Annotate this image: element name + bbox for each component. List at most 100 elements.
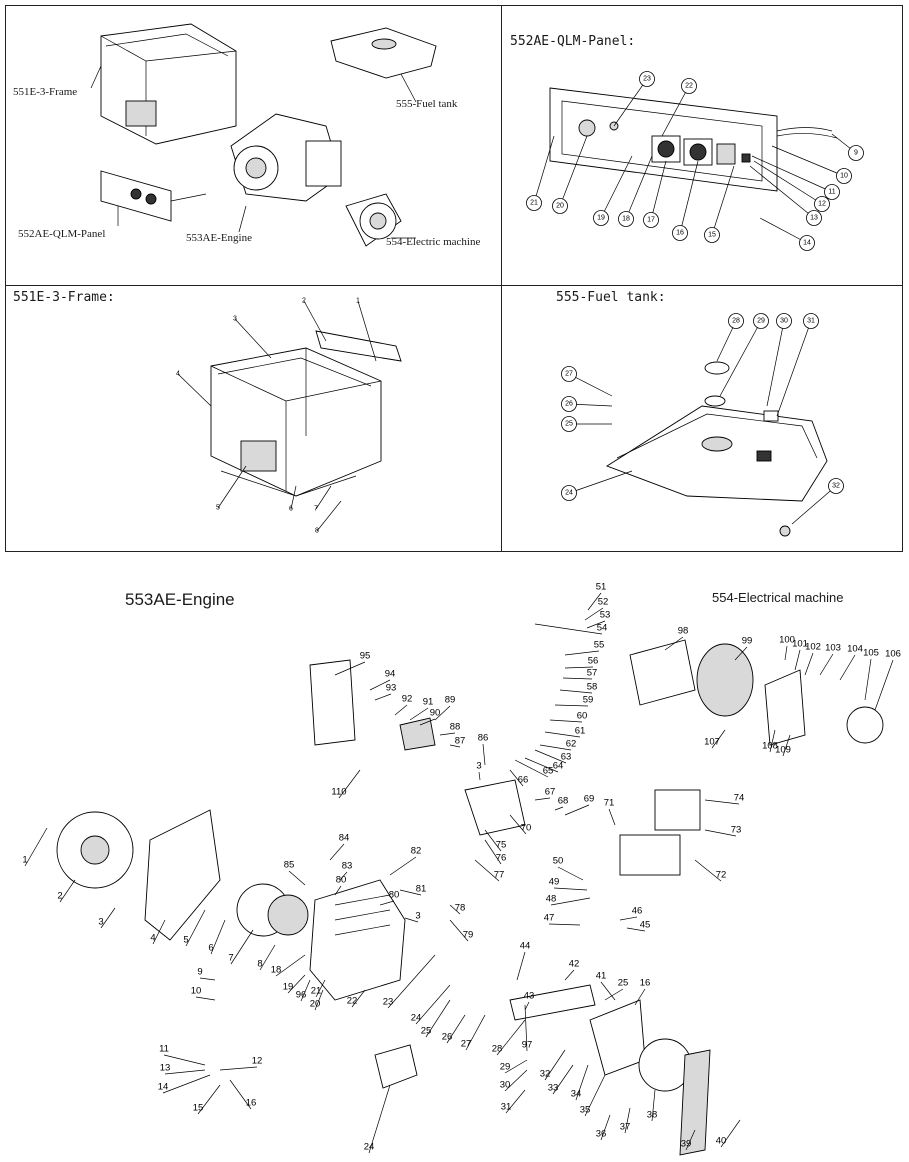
callout-number: 30 [780, 318, 788, 325]
callout-number: 53 [600, 610, 611, 621]
callout-105: 105 [863, 648, 879, 701]
callout-number: 56 [588, 656, 599, 667]
callout-95: 95 [334, 651, 370, 676]
callout-69: 69 [564, 794, 594, 816]
callout-60: 60 [549, 711, 587, 723]
callout-51: 51 [587, 582, 607, 611]
callout-38: 38 [647, 1089, 658, 1122]
callout-number: 23 [643, 76, 651, 83]
callout-number: 9 [854, 150, 858, 157]
callout-number: 105 [863, 648, 879, 659]
callout-67: 67 [534, 787, 555, 801]
callout-43: 43 [524, 991, 534, 1011]
callout-76: 76 [484, 839, 507, 865]
callout-40: 40 [716, 1119, 741, 1148]
callout-number: 90 [430, 708, 441, 719]
callout-number: 11 [159, 1044, 169, 1055]
callout-5: 5 [183, 909, 206, 947]
callout-number: 52 [598, 597, 609, 608]
callout-79: 79 [449, 919, 474, 942]
callout-number: 7 [314, 506, 318, 513]
callout-number: 13 [160, 1063, 171, 1074]
callout-number: 80 [336, 875, 347, 886]
callout-35: 35 [580, 1074, 606, 1117]
callout-number: 76 [496, 853, 507, 864]
callout-number: 48 [546, 894, 557, 905]
callout-number: 3 [415, 911, 420, 922]
overview-illustration [90, 23, 437, 247]
callout-7: 7 [314, 485, 332, 513]
callout-number: 38 [647, 1110, 658, 1121]
callout-number: 26 [442, 1032, 453, 1043]
callout-7: 7 [228, 929, 254, 965]
callout-number: 65 [543, 766, 554, 777]
callout-37: 37 [620, 1107, 631, 1134]
electric-machine-drawing [345, 193, 402, 247]
callout-20: 20 [310, 989, 324, 1011]
callout-11: 11 [159, 1044, 206, 1066]
callout-number: 64 [553, 761, 564, 772]
callout-8: 8 [257, 944, 276, 971]
callout-number: 62 [566, 739, 577, 750]
callout-number: 55 [594, 640, 605, 651]
callout-number: 10 [840, 173, 848, 180]
callout-number: 6 [289, 506, 293, 513]
callout-58: 58 [559, 682, 597, 694]
frame-label: 551E-3-Frame [13, 86, 78, 98]
callout-53: 53 [586, 610, 611, 629]
callout-80: 80 [379, 890, 399, 906]
callout-103: 103 [819, 643, 841, 676]
callout-1: 1 [356, 298, 377, 362]
callout-3: 3 [233, 316, 272, 359]
callout-number: 94 [385, 669, 396, 680]
callout-number: 79 [463, 930, 474, 941]
callout-number: 72 [716, 870, 727, 881]
callout-number: 87 [455, 736, 466, 747]
callout-106: 106 [874, 649, 901, 711]
callout-number: 96 [296, 990, 307, 1001]
callout-number: 85 [284, 860, 295, 871]
callout-number: 1 [356, 298, 360, 305]
callout-6: 6 [208, 919, 226, 955]
callout-33: 33 [548, 1064, 574, 1095]
callout-9: 9 [197, 967, 216, 981]
callout-number: 51 [596, 582, 607, 593]
callout-number: 22 [347, 996, 358, 1007]
callout-number: 18 [271, 965, 282, 976]
callout-10: 10 [191, 986, 216, 1001]
callout-24: 24 [411, 984, 451, 1025]
callout-number: 93 [386, 683, 397, 694]
callout-number: 50 [553, 856, 564, 867]
callout-61: 61 [544, 726, 585, 738]
callout-31: 31 [501, 1089, 526, 1114]
callout-number: 59 [583, 695, 594, 706]
callout-number: 104 [847, 644, 863, 655]
callout-number: 27 [565, 371, 573, 378]
callout-number: 46 [632, 906, 643, 917]
callout-number: 7 [228, 953, 233, 964]
callout-number: 86 [478, 733, 489, 744]
callout-number: 27 [461, 1039, 472, 1050]
callout-number: 78 [455, 903, 466, 914]
callout-number: 5 [183, 935, 188, 946]
callout-11: 11 [751, 155, 840, 200]
callout-96: 96 [296, 979, 311, 1002]
callout-number: 34 [571, 1089, 582, 1100]
callout-80: 80 [334, 875, 347, 896]
callout-24: 24 [561, 470, 633, 501]
callout-number: 30 [500, 1080, 511, 1091]
callout-number: 19 [283, 982, 294, 993]
callout-number: 81 [416, 884, 427, 895]
callout-number: 89 [445, 695, 456, 706]
callout-number: 39 [681, 1139, 692, 1150]
callout-30: 30 [766, 313, 792, 407]
callout-number: 54 [597, 623, 608, 634]
callout-number: 32 [540, 1069, 551, 1080]
callout-91: 91 [409, 697, 433, 721]
callout-number: 6 [208, 943, 213, 954]
callout-63: 63 [534, 749, 571, 764]
callout-72: 72 [694, 859, 727, 882]
callout-18: 18 [618, 155, 653, 227]
callout-number: 1 [22, 855, 27, 866]
